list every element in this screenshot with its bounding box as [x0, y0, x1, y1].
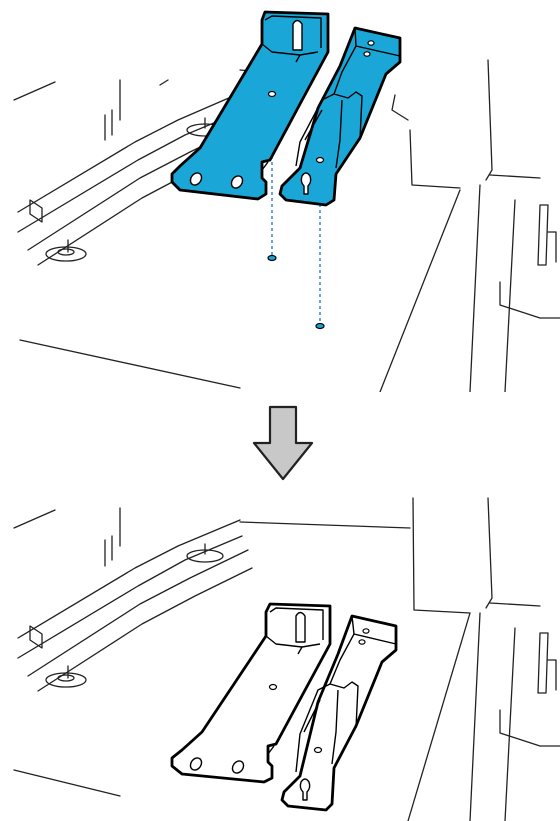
machine-housing-right: [413, 498, 560, 821]
after-scene: [0, 488, 560, 821]
mounting-hole-left: [268, 256, 276, 261]
support-foot-left: [46, 666, 86, 687]
support-foot-left: [46, 240, 86, 261]
mounting-hole-markers: [268, 256, 324, 329]
rail-assembly: [14, 508, 252, 691]
step-before-illustration: [0, 0, 560, 392]
before-scene: [0, 0, 560, 392]
machine-housing-right: [410, 60, 560, 392]
down-arrow-icon: [252, 405, 314, 483]
mounting-hole-right: [316, 324, 324, 329]
step-after-illustration: [0, 488, 560, 821]
